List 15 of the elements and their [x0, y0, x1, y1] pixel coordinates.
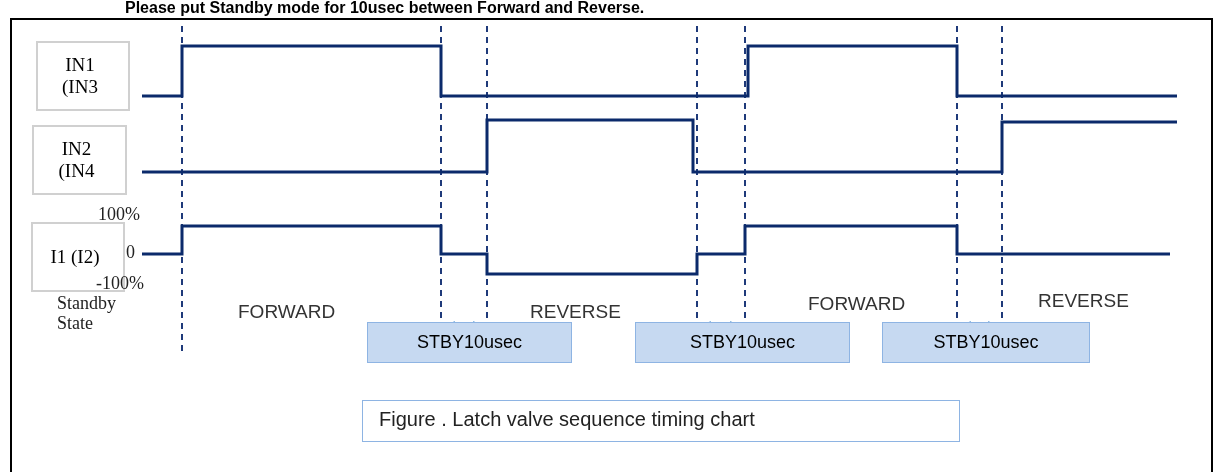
axis-value-label: 0 — [126, 242, 135, 263]
standby-period-label: STBY10usec — [635, 322, 850, 363]
phase-label: REVERSE — [1038, 290, 1129, 312]
signal-name-label: IN2 (IN4 — [32, 125, 127, 195]
figure-caption: Figure . Latch valve sequence timing chart — [362, 400, 960, 442]
phase-label: REVERSE — [530, 301, 621, 323]
state-label: Standby State — [57, 293, 117, 333]
phase-label: FORWARD — [238, 301, 336, 323]
standby-period-label: STBY10usec — [882, 322, 1090, 363]
phase-label: FORWARD — [808, 293, 906, 315]
standby-period-label: STBY10usec — [367, 322, 572, 363]
axis-value-label: 100% — [98, 204, 140, 225]
signal-name-label: IN1 (IN3 — [36, 41, 130, 111]
heading-text: Please put Standby mode for 10usec between Forward and Reverse. — [125, 0, 645, 17]
axis-value-label: -100% — [96, 273, 144, 294]
